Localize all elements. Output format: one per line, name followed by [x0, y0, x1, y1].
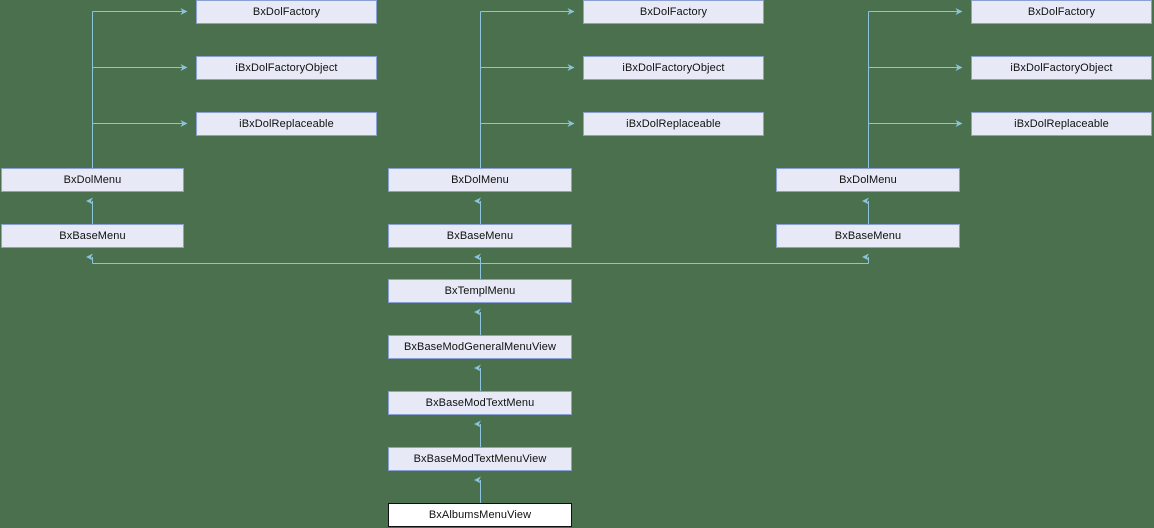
node-label: BxTemplMenu	[444, 285, 516, 297]
edge-group-col2-implements	[480, 8, 575, 168]
node-label: BxBaseMenu	[59, 230, 126, 242]
node-bxdolmenu-2[interactable]: BxDolMenu	[388, 168, 572, 192]
node-label: iBxDolReplaceable	[1014, 118, 1109, 130]
node-bxdolfactory-2[interactable]: BxDolFactory	[583, 0, 764, 24]
node-label: iBxDolReplaceable	[626, 118, 721, 130]
node-label: BxDolFactory	[1027, 6, 1096, 18]
node-label: BxDolMenu	[839, 174, 897, 186]
node-label: BxBaseModGeneralMenuView	[403, 341, 556, 353]
node-bxdolfactory-3[interactable]: BxDolFactory	[971, 0, 1152, 24]
node-label: iBxDolFactoryObject	[622, 62, 725, 74]
node-label: BxDolMenu	[451, 174, 509, 186]
edge-group-templmenu-bus	[86, 253, 869, 279]
node-bxalbumsmenuview[interactable]: BxAlbumsMenuView	[388, 503, 572, 527]
node-bxdolmenu-3[interactable]: BxDolMenu	[776, 168, 960, 192]
node-label: BxBaseModTextMenuView	[413, 453, 547, 465]
node-ibxdolreplaceable-1[interactable]: iBxDolReplaceable	[196, 112, 377, 136]
node-label: BxDolFactory	[639, 6, 708, 18]
node-label: BxDolFactory	[252, 6, 321, 18]
node-bxbasemenu-3[interactable]: BxBaseMenu	[776, 224, 960, 248]
node-label: iBxDolReplaceable	[239, 118, 334, 130]
node-label: BxDolMenu	[63, 174, 122, 186]
node-label: iBxDolFactoryObject	[235, 62, 338, 74]
node-ibxdolfactoryobject-1[interactable]: iBxDolFactoryObject	[196, 56, 377, 80]
node-ibxdolreplaceable-3[interactable]: iBxDolReplaceable	[971, 112, 1152, 136]
node-label: iBxDolFactoryObject	[1010, 62, 1113, 74]
node-bxbasemodtextmenuview[interactable]: BxBaseModTextMenuView	[388, 447, 572, 471]
node-label: BxBaseModTextMenu	[425, 397, 535, 409]
node-bxdolfactory-1[interactable]: BxDolFactory	[196, 0, 377, 24]
edge-group-col3-implements	[868, 8, 963, 168]
node-bxbasemodtextmenu[interactable]: BxBaseModTextMenu	[388, 391, 572, 415]
node-bxbasemodgeneralmenuview[interactable]: BxBaseModGeneralMenuView	[388, 335, 572, 359]
node-label: BxBaseMenu	[834, 230, 902, 242]
node-label: BxBaseMenu	[446, 230, 514, 242]
node-ibxdolfactoryobject-3[interactable]: iBxDolFactoryObject	[971, 56, 1152, 80]
node-bxbasemenu-2[interactable]: BxBaseMenu	[388, 224, 572, 248]
node-bxdolmenu-1[interactable]: BxDolMenu	[1, 168, 184, 192]
node-label: BxAlbumsMenuView	[428, 509, 532, 521]
edge-group-col1-implements	[92, 8, 188, 168]
node-ibxdolfactoryobject-2[interactable]: iBxDolFactoryObject	[583, 56, 764, 80]
node-bxtemplmenu[interactable]: BxTemplMenu	[388, 279, 572, 303]
node-bxbasemenu-1[interactable]: BxBaseMenu	[1, 224, 184, 248]
node-ibxdolreplaceable-2[interactable]: iBxDolReplaceable	[583, 112, 764, 136]
